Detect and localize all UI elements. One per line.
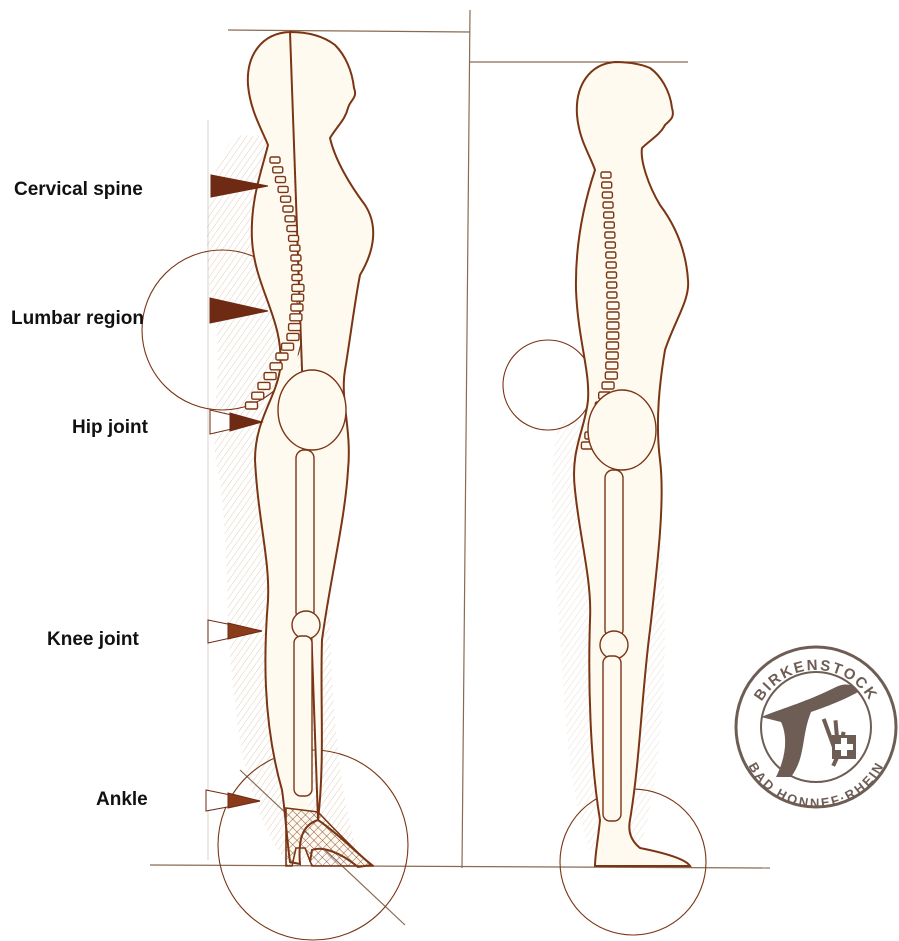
left-pelvis <box>278 370 346 450</box>
vertebra <box>246 402 258 409</box>
vertebra <box>292 275 302 281</box>
vertebra <box>276 353 288 360</box>
vertebra <box>285 216 295 222</box>
birkenstock-logo: BIRKENSTOCK BAD HONNEF·RHEIN <box>736 647 896 811</box>
right-tibia <box>603 656 621 821</box>
vertebra <box>601 172 611 178</box>
vertebra <box>270 157 280 163</box>
label-knee-joint: Knee joint <box>47 629 139 651</box>
vertebra <box>282 343 294 350</box>
left-knee-bone <box>292 611 320 639</box>
vertebra <box>291 255 301 261</box>
vertebra <box>281 196 291 202</box>
vertebra <box>264 373 276 380</box>
vertebra <box>273 167 283 173</box>
vertebra <box>606 352 618 359</box>
vertebra <box>287 226 297 232</box>
vertebra <box>604 212 614 218</box>
label-cervical-spine: Cervical spine <box>14 179 143 201</box>
label-lumbar-region: Lumbar region <box>11 308 144 330</box>
left-tibia <box>294 636 312 796</box>
vertebra <box>605 372 617 379</box>
label-ankle: Ankle <box>96 789 148 811</box>
vertebra <box>602 382 614 389</box>
vertebra <box>270 363 282 370</box>
vertebra <box>275 177 285 183</box>
left-femur <box>296 450 314 620</box>
vertebra <box>602 182 612 188</box>
right-figure <box>574 62 690 866</box>
vertebra <box>607 282 617 288</box>
vertebra <box>292 294 304 301</box>
vertebra <box>605 242 615 248</box>
vertebra <box>258 382 270 389</box>
vertical-divider <box>462 10 470 868</box>
vertebra <box>607 322 619 329</box>
vertebra <box>292 265 302 271</box>
label-hip-joint: Hip joint <box>72 417 148 439</box>
lumbar-circle-right <box>503 340 593 430</box>
vertebra <box>289 235 299 241</box>
vertebra <box>607 312 619 319</box>
vertebra <box>607 292 617 298</box>
vertebra <box>606 262 616 268</box>
vertebra <box>287 333 299 340</box>
vertebra <box>290 245 300 251</box>
vertebra <box>607 272 617 278</box>
vertebra <box>278 186 288 192</box>
right-knee-bone <box>600 631 628 659</box>
right-femur <box>605 470 623 638</box>
vertebra <box>603 202 613 208</box>
vertebra <box>606 252 616 258</box>
vertebra <box>602 192 612 198</box>
vertebra <box>291 304 303 311</box>
vertebra <box>289 324 301 331</box>
right-pelvis <box>588 390 656 470</box>
vertebra <box>606 362 618 369</box>
vertebra <box>604 222 614 228</box>
vertebra <box>607 342 619 349</box>
vertebra <box>607 332 619 339</box>
vertebra <box>605 232 615 238</box>
vertebra <box>607 302 619 309</box>
vertebra <box>290 314 302 321</box>
vertebra <box>292 284 304 291</box>
vertebra <box>283 206 293 212</box>
vertebra <box>252 392 264 399</box>
left-top-guide <box>228 30 470 32</box>
